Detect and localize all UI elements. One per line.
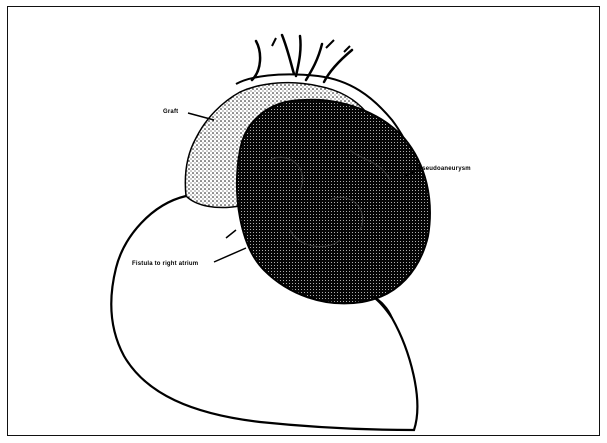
graft-label: Graft (163, 109, 178, 115)
fistula-label: Fistula to right atrium (132, 261, 198, 267)
pseudoaneurysm (237, 100, 430, 304)
pseudoaneurysm-label: Pseudoaneurysm (418, 166, 471, 172)
fistula-leader (214, 230, 246, 262)
